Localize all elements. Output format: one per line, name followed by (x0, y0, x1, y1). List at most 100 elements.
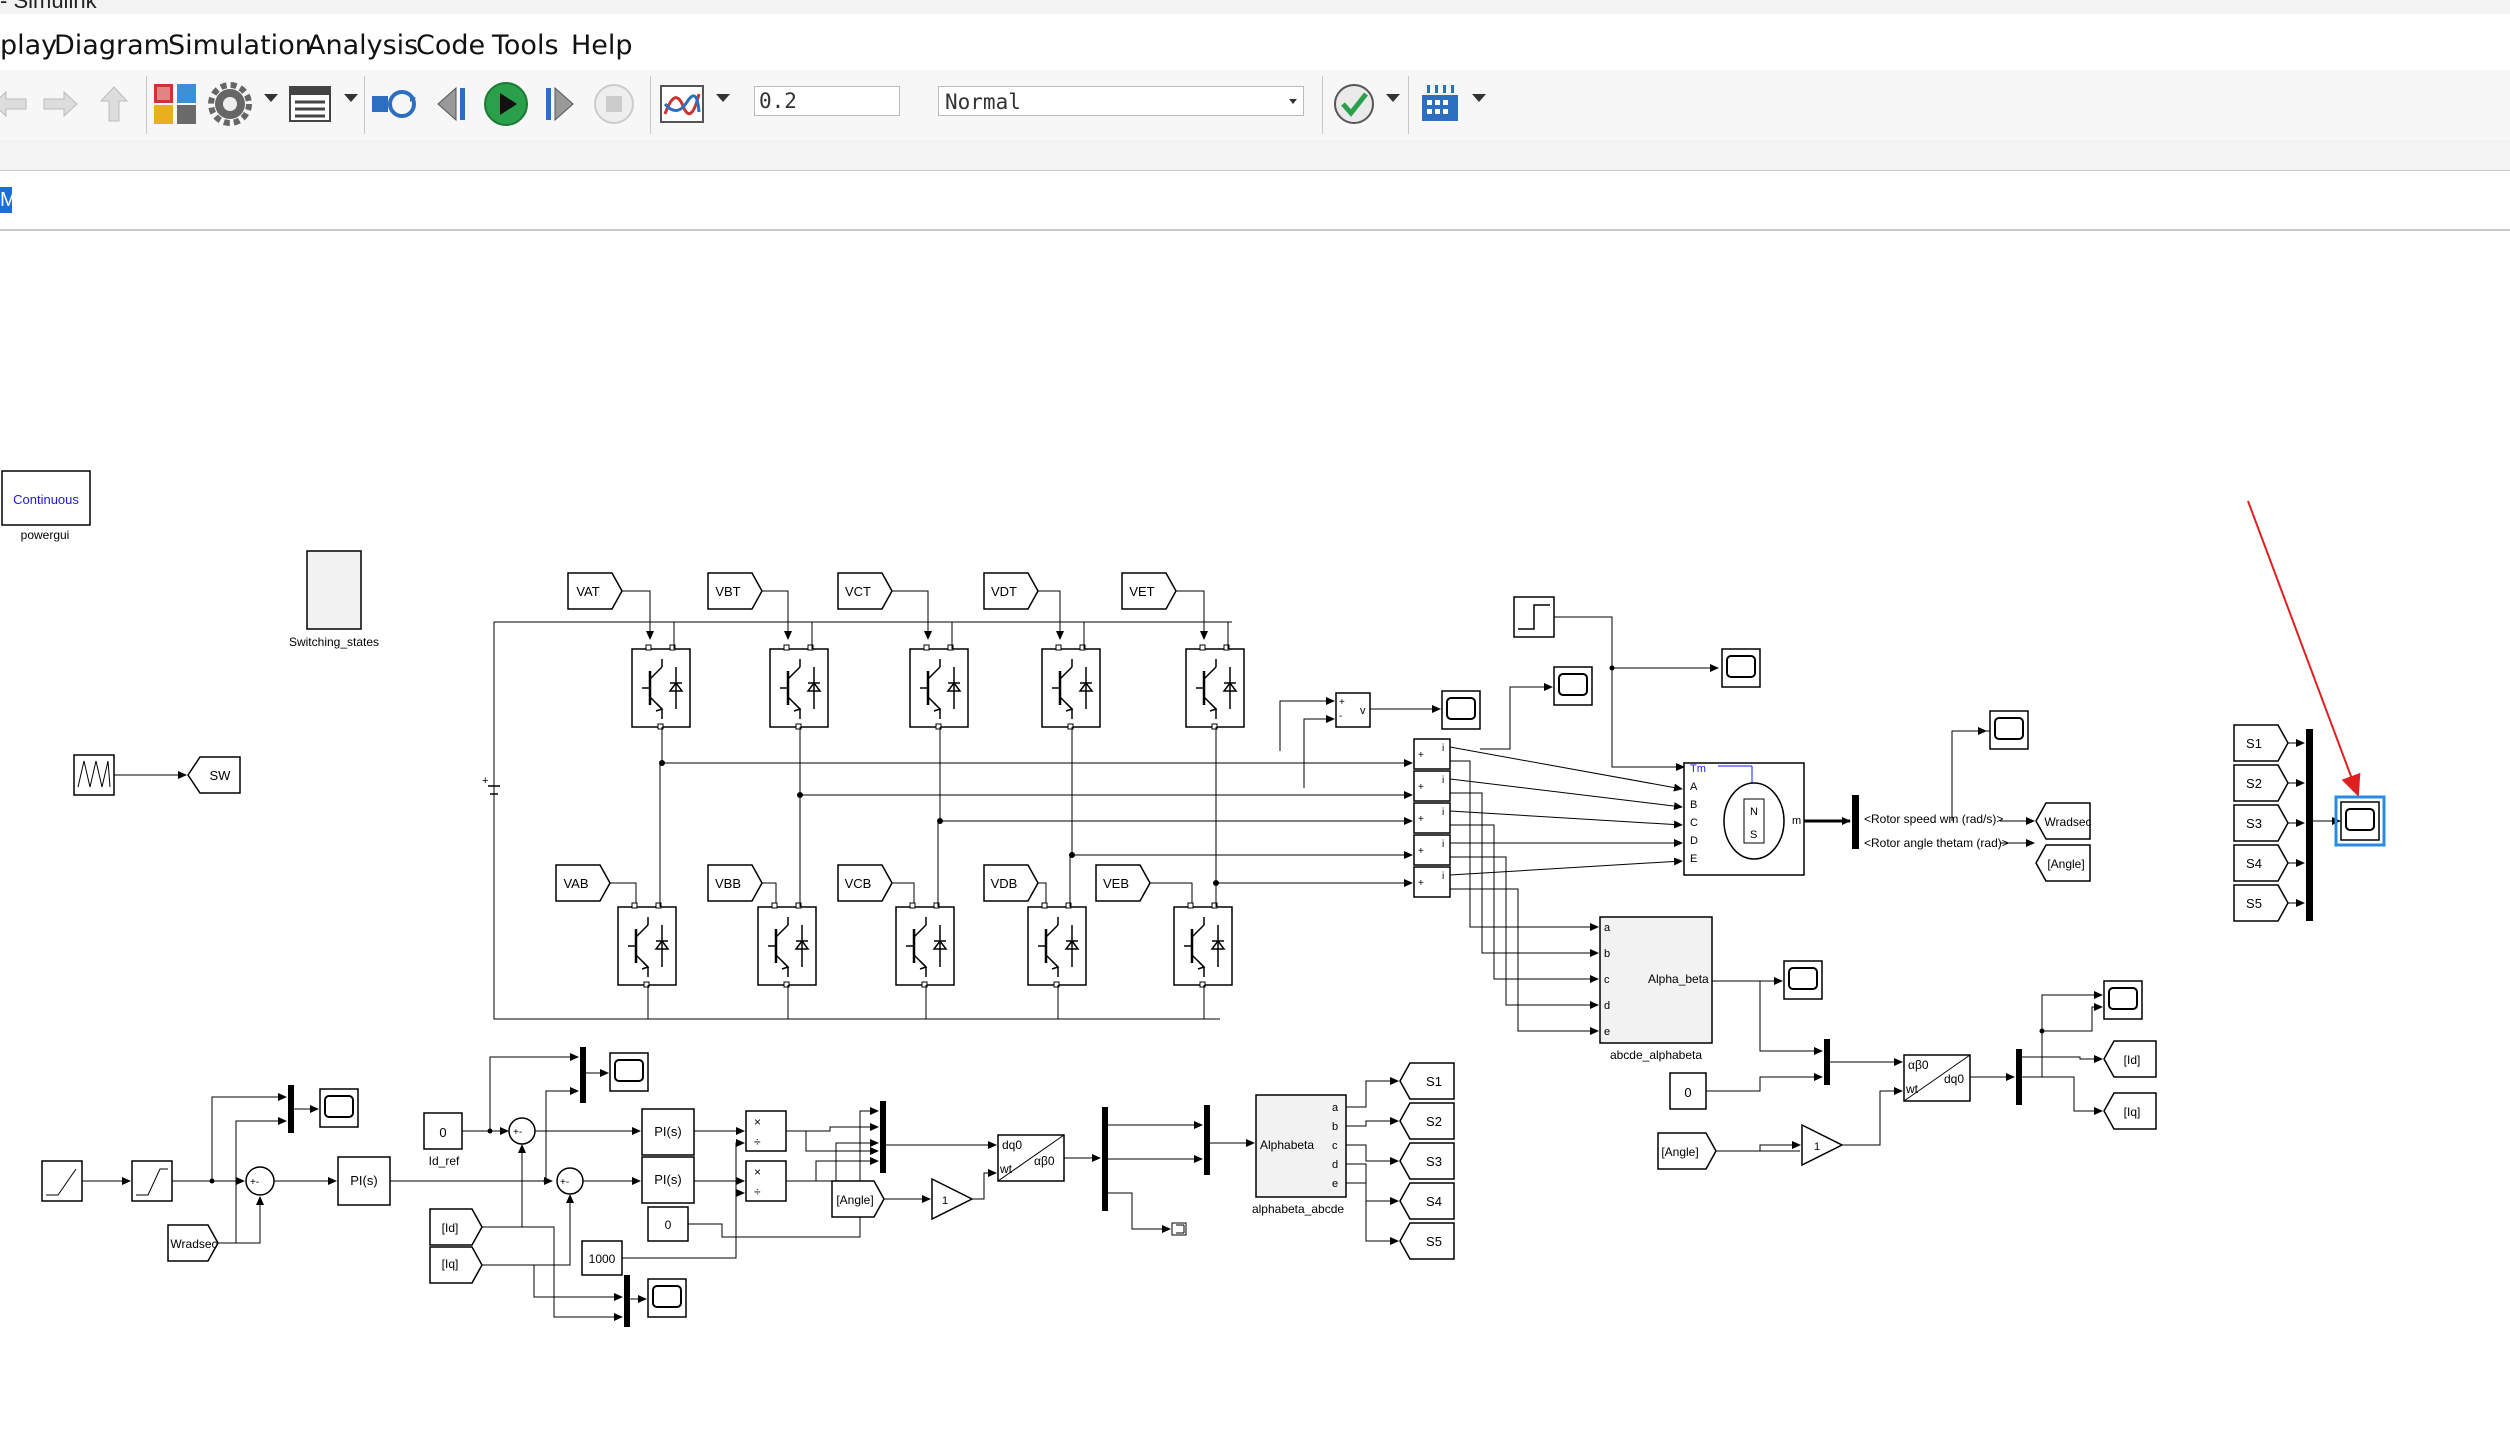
model-settings-gear-icon[interactable] (206, 80, 254, 128)
from-tag-vbb[interactable]: VBB (707, 864, 780, 918)
from-tag-vcb[interactable]: VCB (837, 864, 918, 918)
current-measurement-5[interactable]: +i (1413, 857, 1683, 1035)
scope-current[interactable] (1553, 666, 1593, 706)
current-measurement-4[interactable]: +i (1413, 834, 1683, 1009)
mux-alphabeta-out[interactable] (1204, 1105, 1210, 1175)
bus-selector[interactable] (1852, 795, 1859, 849)
pi-iq[interactable]: PI(s) (641, 1156, 695, 1204)
product-id[interactable]: × ÷ (745, 1110, 787, 1152)
gain-right[interactable]: 1 (1801, 1123, 1844, 1167)
goto-s3[interactable]: S3 (1346, 1142, 1455, 1180)
scope-current-ctrl[interactable] (609, 1052, 649, 1092)
run-icon[interactable] (482, 80, 530, 128)
goto-id[interactable]: [Id] (2103, 1040, 2157, 1078)
model-advisor-check-icon[interactable] (1330, 80, 1378, 128)
mux-alphabeta[interactable] (1824, 1039, 1830, 1085)
menu-tools[interactable]: Tools (492, 30, 559, 61)
from-angle-right[interactable]: [Angle] (1657, 1132, 1717, 1170)
goto-s5[interactable]: S5 (1346, 1182, 1455, 1260)
repeating-sequence-block[interactable] (73, 754, 115, 796)
powergui-block[interactable]: Continuous powergui (1, 470, 91, 542)
model-explorer-icon[interactable] (286, 80, 334, 128)
igbt-top-1[interactable] (630, 643, 692, 731)
step-block[interactable] (1513, 596, 1555, 638)
mux-current[interactable] (580, 1047, 586, 1103)
step-back-icon[interactable] (428, 80, 476, 128)
address-bar[interactable]: M (0, 171, 2510, 231)
menu-diagram[interactable]: Diagram (54, 30, 170, 61)
id-ref-const[interactable]: 0 Id_ref (423, 1112, 463, 1168)
rate-limiter-block[interactable] (131, 1160, 173, 1202)
stop-time-input[interactable] (754, 86, 900, 116)
goto-s4[interactable]: S4 (1346, 1163, 1455, 1220)
igbt-bottom-2[interactable] (756, 901, 818, 989)
up-arrow-icon[interactable] (90, 80, 138, 128)
pi-speed[interactable]: PI(s) (337, 1156, 391, 1206)
demux-dq[interactable] (2016, 1049, 2022, 1105)
goto-iq[interactable]: [Iq] (2103, 1092, 2157, 1130)
update-diagram-icon[interactable] (370, 80, 418, 128)
diagram-canvas[interactable]: Continuous powergui Switching_states SW … (0, 231, 2510, 1438)
ramp-block[interactable] (41, 1160, 83, 1202)
step-forward-icon[interactable] (536, 80, 584, 128)
from-wradsec[interactable]: Wradsec (167, 1224, 219, 1262)
from-s5[interactable]: S5 (2233, 884, 2305, 922)
pi-id[interactable]: PI(s) (641, 1108, 695, 1156)
dq0-to-alphabeta-block[interactable]: dq0 wt αβ0 (997, 1134, 1065, 1182)
scope-alphabeta[interactable] (1783, 960, 1823, 1000)
hardware-icon[interactable] (1416, 80, 1464, 128)
gain-left[interactable]: 1 (931, 1177, 974, 1221)
back-arrow-icon[interactable] (0, 80, 34, 128)
mux-vdq[interactable] (880, 1101, 886, 1173)
from-tag-vct[interactable]: VCT (837, 572, 932, 640)
const-zero-right[interactable]: 0 (1669, 1072, 1707, 1110)
goto-sw[interactable]: SW (187, 756, 241, 794)
demux-alphabeta[interactable] (1102, 1107, 1108, 1211)
scope-speed-ctrl[interactable] (319, 1088, 359, 1128)
from-tag-vdb[interactable]: VDB (983, 864, 1050, 918)
const-zero-bottom[interactable]: 0 (647, 1206, 689, 1242)
igbt-top-2[interactable] (768, 643, 830, 731)
from-tag-vbt[interactable]: VBT (707, 572, 792, 640)
from-s2[interactable]: S2 (2233, 764, 2305, 802)
scope-idiq[interactable] (647, 1278, 687, 1318)
library-browser-icon[interactable] (152, 80, 200, 128)
forward-arrow-icon[interactable] (36, 80, 84, 128)
menu-code[interactable]: Code (416, 30, 486, 61)
from-tag-vat[interactable]: VAT (567, 572, 654, 640)
from-tag-vet[interactable]: VET (1121, 572, 1208, 640)
igbt-top-3[interactable] (908, 643, 970, 731)
simulation-mode-select[interactable]: Normal (938, 86, 1304, 116)
goto-s2[interactable]: S2 (1346, 1102, 1455, 1140)
voltage-measurement-block[interactable]: + - v (1335, 692, 1371, 728)
from-s4[interactable]: S4 (2233, 844, 2305, 882)
scope-switching-selected[interactable] (2340, 801, 2380, 841)
igbt-bottom-3[interactable] (894, 901, 956, 989)
from-s1[interactable]: S1 (2233, 724, 2305, 762)
igbt-top-5[interactable] (1184, 643, 1246, 731)
mux-idiq[interactable] (624, 1275, 630, 1327)
from-id[interactable]: [Id] (429, 1208, 483, 1246)
switching-states-block[interactable]: Switching_states (289, 550, 379, 649)
goto-angle[interactable]: [Angle] (2035, 844, 2091, 882)
scope-step[interactable] (1721, 648, 1761, 688)
igbt-top-4[interactable] (1040, 643, 1102, 731)
goto-s1[interactable]: S1 (1346, 1062, 1455, 1108)
igbt-bottom-5[interactable] (1172, 901, 1234, 989)
stop-icon[interactable] (590, 80, 638, 128)
current-measurement-1[interactable]: +i (1413, 738, 1683, 931)
menu-analysis[interactable]: Analysis (307, 30, 419, 61)
data-inspector-icon[interactable] (658, 80, 706, 128)
igbt-bottom-1[interactable] (616, 901, 678, 989)
from-tag-vab[interactable]: VAB (555, 864, 640, 918)
current-measurement-3[interactable]: +i (1413, 802, 1683, 983)
goto-wradsec[interactable]: Wradsec (2035, 802, 2092, 840)
simulink-model[interactable]: Continuous powergui Switching_states SW … (0, 231, 2510, 1438)
scope-dq[interactable] (2103, 980, 2143, 1020)
